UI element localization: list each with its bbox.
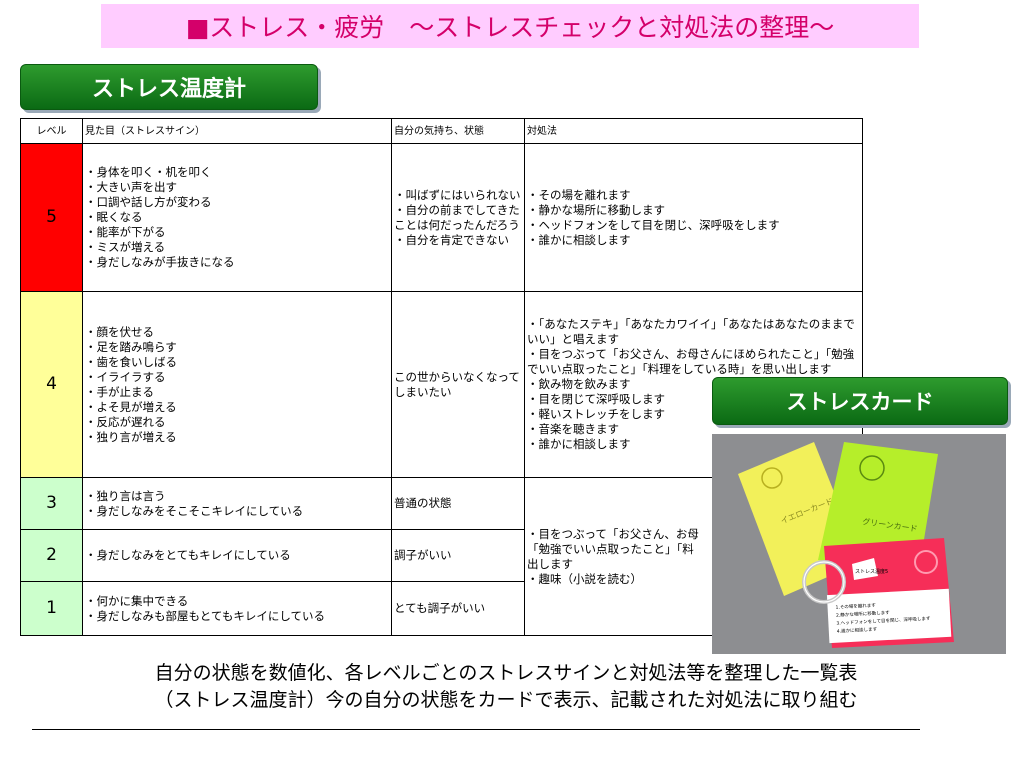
cell-line: ・身体を叩く・机を叩く: [85, 165, 212, 179]
cell-line: ・身だしなみも部屋もとてもキレイにしている: [85, 608, 326, 623]
cell-line: ・目をつぶって「お父さん、お母さんにほめられたこと」「勉強でいい点取ったこと」「…: [527, 347, 855, 376]
cell-line: 出します: [527, 556, 573, 571]
feeling-cell-1: とても調子がいい: [391, 581, 525, 636]
level-cell-3: 3: [20, 477, 83, 530]
caption-line-1: 自分の状態を数値化、各レベルごとのストレスサインと対処法等を整理した一覧表: [154, 662, 858, 684]
cell-line: ・ミスが増える: [85, 240, 166, 254]
stress-card-photo: イエローカード グリーンカード ストレス温度5 1.その場を離れます 2.静かな…: [712, 434, 1006, 654]
header-level: レベル: [20, 118, 83, 144]
signs-cell-5: ・身体を叩く・机を叩く・大きい声を出す・口調や話し方が変わる・眠くなる・能率が下…: [82, 143, 392, 292]
level-cell-5: 5: [20, 143, 83, 292]
cell-line: ・身だしなみが手抜きになる: [85, 255, 235, 269]
red-card-line-4: 4.誰かに相談します: [837, 626, 878, 635]
feeling-cell-5: ・叫ばずにはいられない・自分の前までしてきたことは何だったんだろう・自分を肯定で…: [391, 143, 525, 292]
cell-line: ・眠くなる: [85, 210, 143, 224]
cell-line: ・イライラする: [85, 369, 166, 384]
caption: 自分の状態を数値化、各レベルごとのストレスサインと対処法等を整理した一覧表 （ス…: [26, 660, 986, 714]
cell-line: ・顔を伏せる: [85, 324, 154, 339]
cell-line: ・よそ見が増える: [85, 399, 177, 414]
cell-line: ・自分の前までしてきたことは何だったんだろう: [394, 202, 520, 232]
stress-card-label: ストレスカード: [712, 377, 1008, 425]
cell-line: ・目をつぶって「お父さん、お母: [527, 526, 699, 541]
table-row-level-1: 1 ・何かに集中できる・身だしなみも部屋もとてもキレイにしている とても調子がい…: [20, 581, 863, 636]
table-row-level-5: 5 ・身体を叩く・机を叩く・大きい声を出す・口調や話し方が変わる・眠くなる・能率…: [20, 143, 863, 292]
cell-line: ・音楽を聴きます: [527, 422, 619, 436]
cell-line: ・手が止まる: [85, 384, 154, 399]
header-signs: 見た目（ストレスサイン）: [82, 118, 392, 144]
cell-line: ・大きい声を出す: [85, 180, 177, 194]
cell-line: とても調子がいい: [394, 601, 486, 615]
cell-line: ・身だしなみをそこそこキレイにしている: [85, 503, 304, 518]
cell-line: 調子がいい: [394, 548, 452, 562]
cell-line: ・独り言が増える: [85, 429, 177, 444]
cell-line: ・趣味（小説を読む）: [527, 571, 642, 586]
signs-cell-1: ・何かに集中できる・身だしなみも部屋もとてもキレイにしている: [82, 581, 392, 636]
cell-line: ・目を閉じて深呼吸します: [527, 392, 665, 406]
cell-line: 「勉強でいい点取ったこと」「料: [527, 541, 694, 556]
table-row-level-2: 2 ・身だしなみをとてもキレイにしている 調子がいい: [20, 529, 863, 582]
feeling-cell-4: この世からいなくなってしまいたい: [391, 291, 525, 478]
red-card-title: ストレス温度5: [855, 568, 888, 575]
feeling-cell-2: 調子がいい: [391, 529, 525, 582]
caption-line-2: （ストレス温度計）今の自分の状態をカードで表示、記載された対処法に取り組む: [154, 689, 858, 711]
cell-line: ・歯を食いしばる: [85, 354, 177, 369]
level-cell-1: 1: [20, 581, 83, 636]
table-header-row: レベル 見た目（ストレスサイン） 自分の気持ち、状態 対処法: [20, 118, 863, 144]
page-title: ■ストレス・疲労 ～ストレスチェックと対処法の整理～: [101, 4, 919, 48]
cell-line: ・足を踏み鳴らす: [85, 339, 177, 354]
signs-cell-4: ・顔を伏せる・足を踏み鳴らす・歯を食いしばる・イライラする・手が止まる・よそ見が…: [82, 291, 392, 478]
key-ring-icon: [802, 560, 846, 604]
cell-line: ・誰かに相談します: [527, 437, 631, 451]
cell-line: ・自分を肯定できない: [394, 232, 509, 247]
red-card-line-1: 1.その場を離れます: [835, 602, 876, 611]
coping-cell-5: ・その場を離れます・静かな場所に移動します・ヘッドフォンをして目を閉じ、深呼吸を…: [524, 143, 863, 292]
header-feeling: 自分の気持ち、状態: [391, 118, 525, 144]
bottom-divider: [32, 729, 920, 730]
cell-line: ・叫ばずにはいられない: [394, 187, 521, 202]
cell-line: ・口調や話し方が変わる: [85, 195, 212, 209]
red-card-line-2: 2.静かな場所に移動します: [836, 609, 891, 619]
cell-line: ・ヘッドフォンをして目を閉じ、深呼吸をします: [527, 217, 780, 232]
cell-line: ・反応が遅れる: [85, 414, 166, 429]
red-card: ストレス温度5 1.その場を離れます 2.静かな場所に移動します 3.ヘッドフォ…: [824, 538, 954, 648]
cell-line: ・静かな場所に移動します: [527, 202, 665, 217]
cell-line: ・「あなたステキ」「あなたカワイイ」「あなたはあなたのままでいい」と唱えます: [527, 317, 855, 346]
signs-cell-2: ・身だしなみをとてもキレイにしている: [82, 529, 392, 582]
cell-line: この世からいなくなってしまいたい: [394, 369, 520, 399]
header-coping: 対処法: [524, 118, 863, 144]
cell-line: ・飲み物を飲みます: [527, 377, 631, 391]
signs-cell-3: ・独り言は言う・身だしなみをそこそこキレイにしている: [82, 477, 392, 530]
cell-line: ・誰かに相談します: [527, 232, 631, 247]
level-cell-4: 4: [20, 291, 83, 478]
level-cell-2: 2: [20, 529, 83, 582]
cell-line: ・何かに集中できる: [85, 593, 189, 608]
cell-line: 普通の状態: [394, 496, 452, 510]
cell-line: ・独り言は言う: [85, 488, 166, 503]
cell-line: ・能率が下がる: [85, 225, 166, 239]
stress-cards-illustration: イエローカード グリーンカード ストレス温度5 1.その場を離れます 2.静かな…: [712, 434, 1006, 654]
stress-meter-label: ストレス温度計: [20, 64, 318, 110]
cell-line: ・身だしなみをとてもキレイにしている: [85, 548, 291, 562]
red-card-line-3: 3.ヘッドフォンをして目を閉じ、深呼吸します: [836, 615, 931, 627]
cell-line: ・その場を離れます: [527, 187, 631, 202]
feeling-cell-3: 普通の状態: [391, 477, 525, 530]
cell-line: ・軽いストレッチをします: [527, 407, 665, 421]
